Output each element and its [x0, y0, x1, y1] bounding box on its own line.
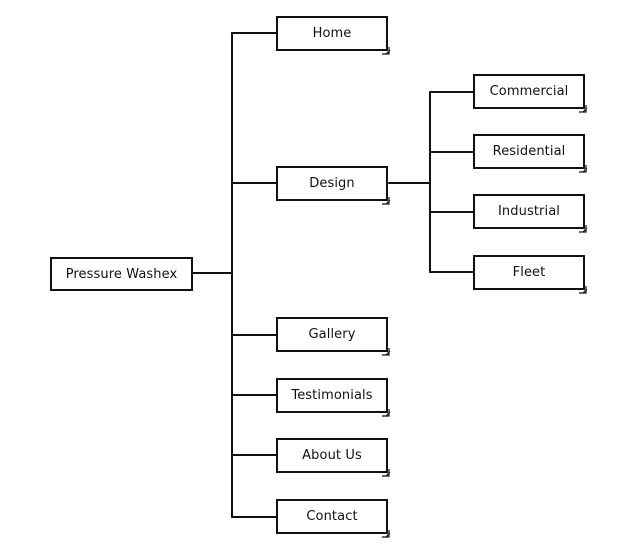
node-design[interactable]: Design [276, 166, 391, 205]
page-corner-icon [579, 286, 588, 294]
node-commercial-label: Commercial [489, 84, 569, 99]
node-industrial-label: Industrial [498, 204, 560, 219]
node-home-label: Home [312, 26, 352, 41]
node-contact-label: Contact [306, 509, 358, 524]
page-corner-icon [382, 47, 391, 55]
node-residential[interactable]: Residential [473, 134, 588, 173]
node-commercial[interactable]: Commercial [473, 74, 588, 113]
page-corner-icon [382, 469, 391, 477]
page-corner-icon [382, 197, 391, 205]
page-corner-icon [382, 530, 391, 538]
node-about-us-label: About Us [302, 448, 362, 463]
node-gallery-label: Gallery [308, 327, 356, 342]
page-corner-icon [579, 165, 588, 173]
page-corner-icon [382, 348, 391, 356]
node-gallery[interactable]: Gallery [276, 317, 391, 356]
node-home[interactable]: Home [276, 16, 391, 55]
node-contact[interactable]: Contact [276, 499, 391, 538]
node-fleet[interactable]: Fleet [473, 255, 588, 294]
node-industrial[interactable]: Industrial [473, 194, 588, 233]
page-corner-icon [579, 105, 588, 113]
node-root-label: Pressure Washex [65, 266, 178, 282]
page-corner-icon [382, 409, 391, 417]
node-root-pressure-washex[interactable]: Pressure Washex [50, 257, 193, 291]
node-testimonials-label: Testimonials [291, 388, 373, 403]
node-about-us[interactable]: About Us [276, 438, 391, 477]
node-design-label: Design [309, 176, 355, 191]
node-residential-label: Residential [492, 144, 566, 159]
node-fleet-label: Fleet [512, 265, 546, 280]
node-testimonials[interactable]: Testimonials [276, 378, 391, 417]
page-corner-icon [579, 225, 588, 233]
